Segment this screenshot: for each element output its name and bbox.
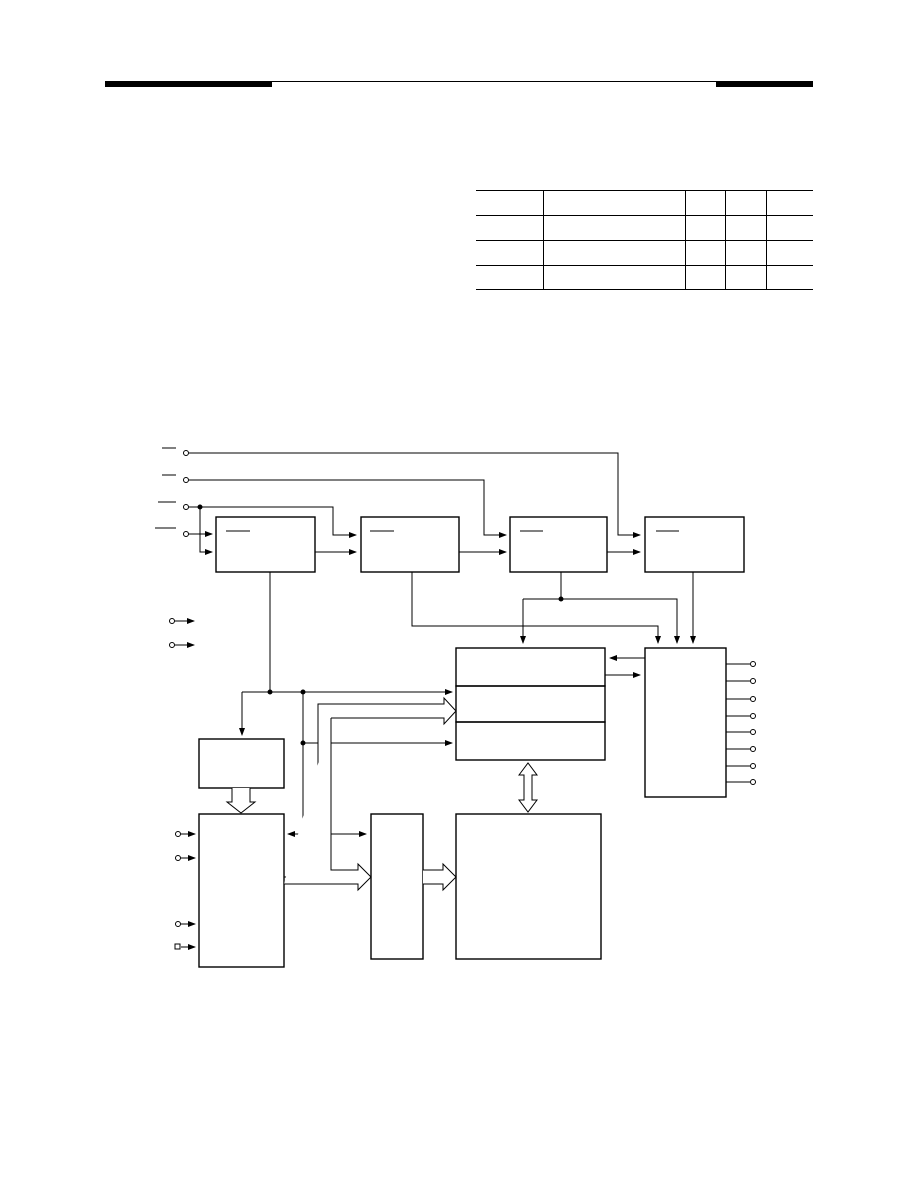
wide-arrow [423, 862, 457, 892]
block-3 [509, 516, 608, 573]
input-pin [183, 450, 189, 456]
header-rule [105, 81, 813, 82]
wire [411, 572, 661, 644]
input-pin [183, 504, 189, 510]
controller-input-pins [174, 831, 196, 950]
wide-arrow-down [225, 788, 257, 814]
decoder-block [198, 738, 285, 789]
output-block [644, 647, 727, 798]
legend-pin [169, 642, 175, 648]
register-block-top [455, 647, 606, 687]
memory-block [455, 813, 602, 960]
register-block-bottom [455, 721, 606, 761]
block-1 [215, 516, 316, 573]
junction-dot [267, 689, 273, 695]
output-pins [726, 661, 756, 785]
wire [189, 506, 357, 538]
block-2 [360, 516, 460, 573]
header-right-bar [716, 81, 813, 87]
block-4 [644, 516, 745, 573]
wire [199, 507, 213, 555]
wire [523, 598, 680, 644]
mux-block [370, 813, 424, 960]
legend-pin [169, 618, 175, 624]
junction-dot [197, 504, 203, 510]
wire [189, 452, 641, 538]
controller-block [198, 813, 285, 968]
header-left-bar [105, 81, 272, 87]
junction-dot [300, 740, 306, 746]
wide-arrow [284, 718, 372, 892]
register-block-middle [455, 685, 606, 723]
wire [189, 479, 507, 538]
junction-dot [558, 596, 564, 602]
input-pin [183, 531, 189, 537]
input-pin [183, 477, 189, 483]
bidirectional-arrow [518, 762, 538, 813]
wide-arrow [317, 696, 457, 834]
